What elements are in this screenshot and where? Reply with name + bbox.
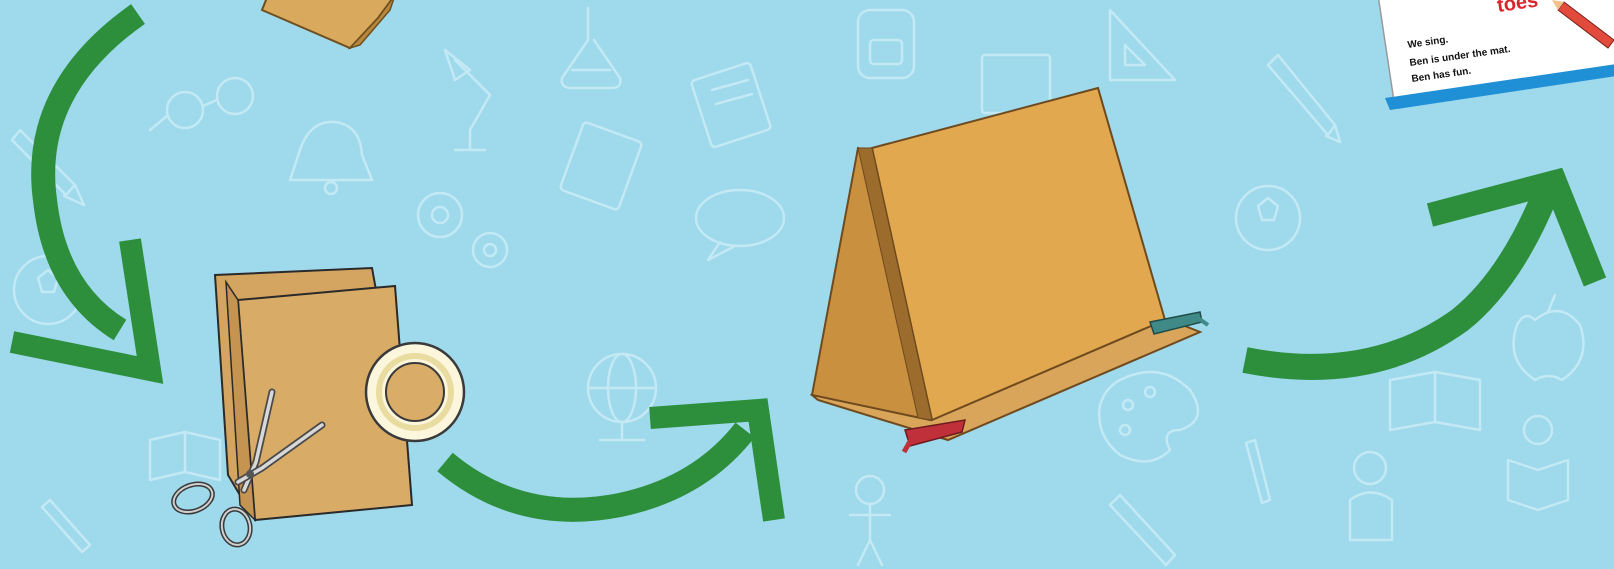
tape-roll-icon <box>366 343 464 441</box>
